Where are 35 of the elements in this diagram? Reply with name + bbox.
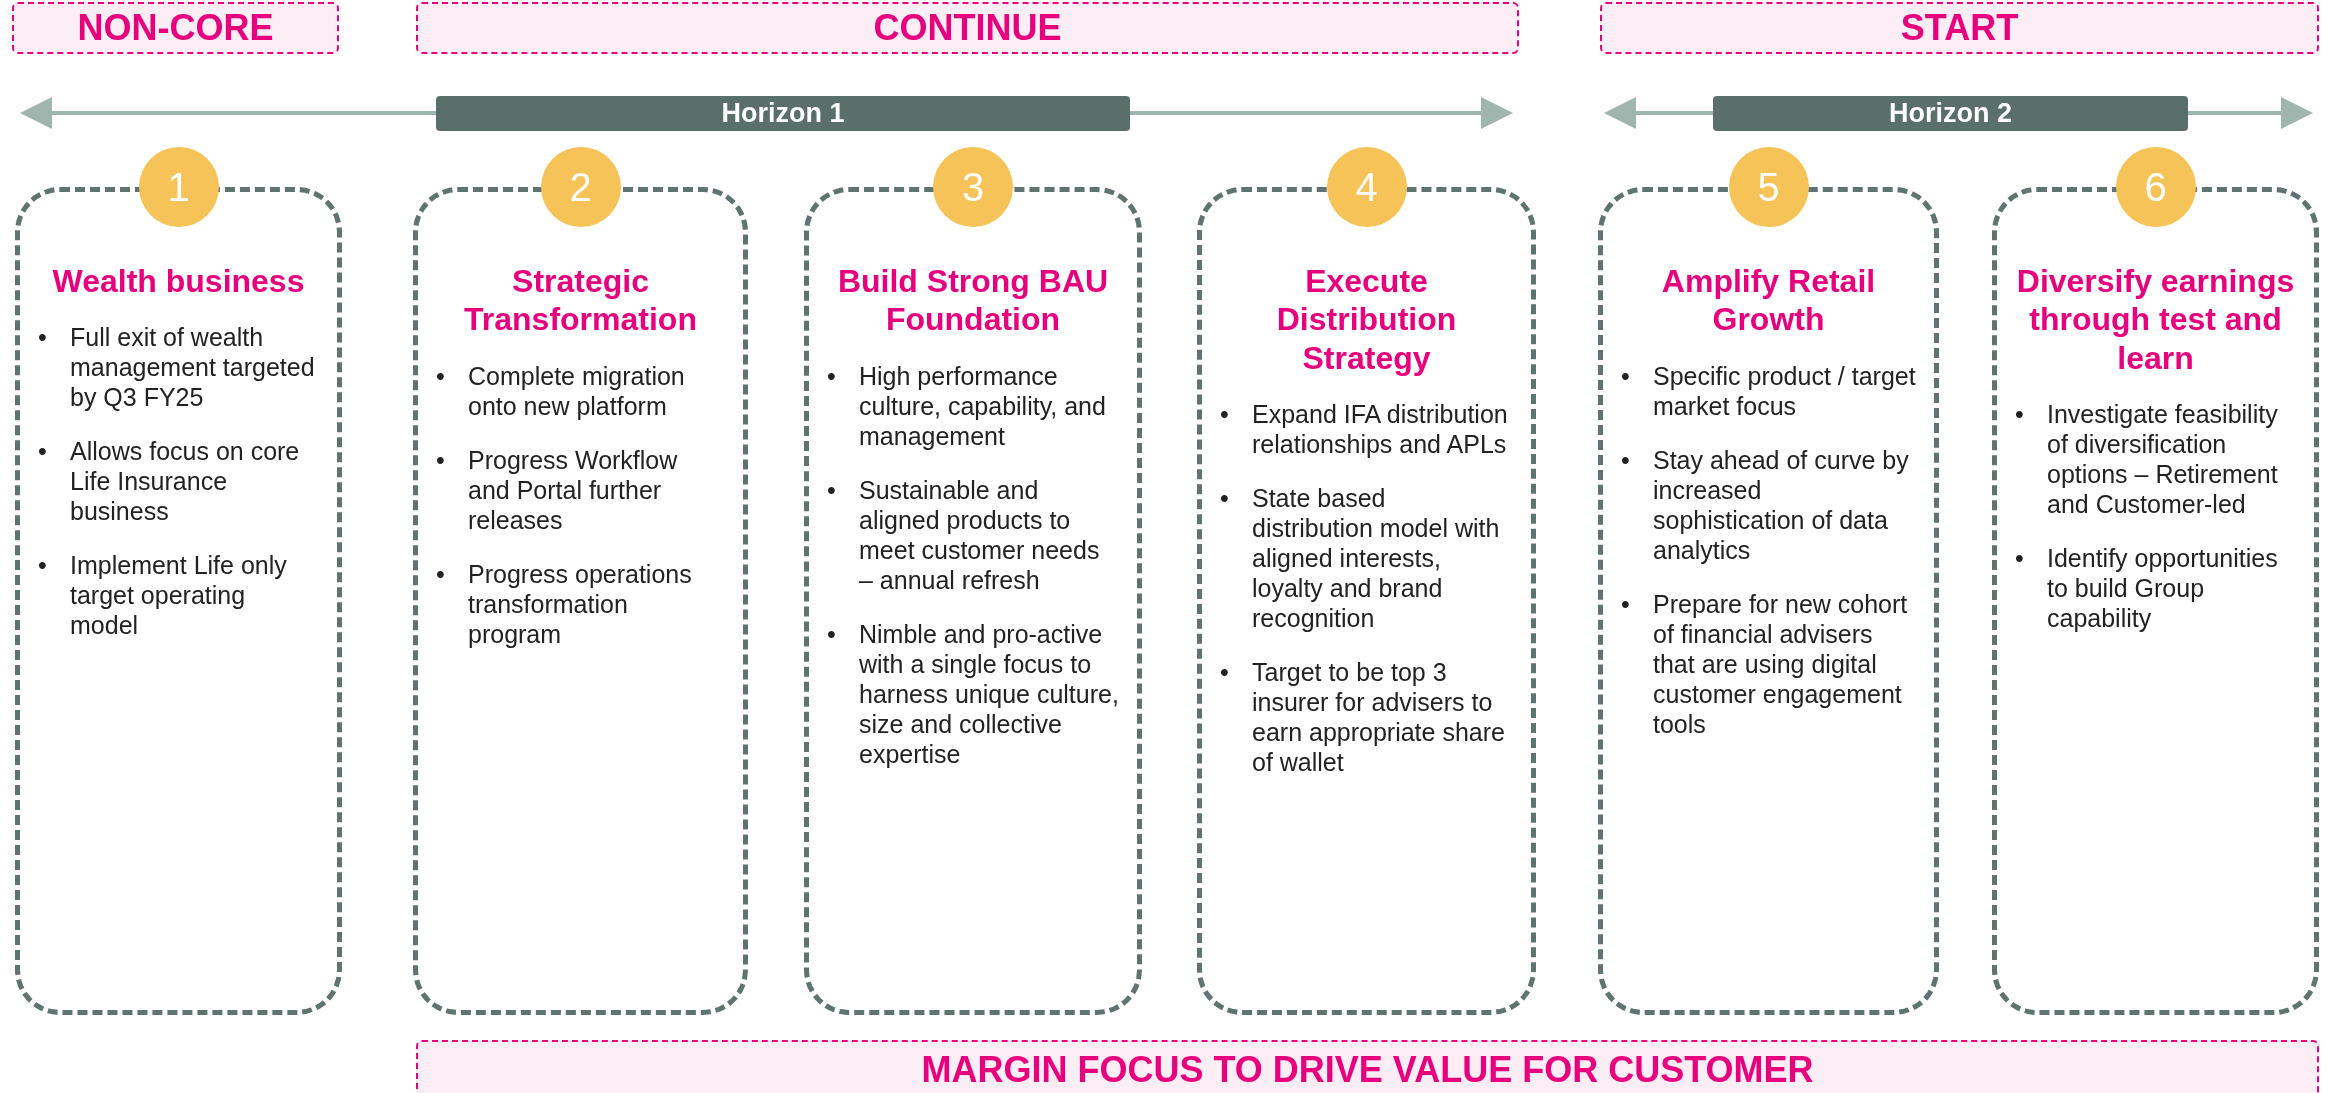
bullet-point: • Complete migration onto new platform bbox=[436, 360, 686, 421]
card-heading: Strategic Transformation bbox=[463, 262, 698, 339]
section-banner: NON-CORE bbox=[12, 2, 339, 54]
bullet-point: • High performance culture, capability, and management bbox=[827, 360, 1107, 451]
bullet-point: • Sustainable and aligned products to meet customer needs – annual refresh bbox=[827, 474, 1101, 595]
bullet-point: • Prepare for new cohort of financial advisers that are using digital customer engagement tools bbox=[1621, 588, 1909, 739]
bullet-point: • State based distribution model with aligned interests, loyalty and brand recognition bbox=[1220, 483, 1501, 634]
number-circle: 5 bbox=[1728, 147, 1809, 227]
bullet-point: • Investigate feasibility of diversification options – Retirement and Customer-led bbox=[2015, 399, 2279, 520]
card-heading: Wealth business bbox=[51, 262, 306, 301]
number-circle: 1 bbox=[138, 147, 219, 227]
number-circle: 3 bbox=[933, 147, 1013, 227]
card-heading: Execute Distribution Strategy bbox=[1275, 262, 1458, 378]
number-circle: 6 bbox=[2115, 147, 2196, 227]
number-circle: 2 bbox=[540, 147, 621, 227]
bullet-point: • Progress Workflow and Portal further releases bbox=[436, 444, 679, 535]
number-circle: 4 bbox=[1326, 147, 1407, 227]
bullet-point: • Full exit of wealth management targeted by Q3 FY25 bbox=[38, 322, 316, 413]
card-heading: Build Strong BAU Foundation bbox=[836, 262, 1110, 339]
bullet-point: • Expand IFA distribution relationships and APLs bbox=[1220, 399, 1509, 460]
card-heading: Diversify earnings through test and learn bbox=[2015, 262, 2296, 378]
bullet-point: • Nimble and pro-active with a single focus to harness unique culture, size and collective expertise bbox=[827, 618, 1119, 769]
bullet-point: • Target to be top 3 insurer for advisers to earn appropriate share of wallet bbox=[1220, 657, 1506, 778]
bullet-point: • Stay ahead of curve by increased sophistication of data analytics bbox=[1621, 444, 1910, 565]
horizon-bar: Horizon 2 bbox=[1713, 96, 2188, 131]
bullet-point: • Progress operations transformation program bbox=[436, 558, 693, 649]
bullet-point: • Allows focus on core Life Insurance business bbox=[38, 436, 301, 527]
bullet-point: • Specific product / target market focus bbox=[1621, 360, 1916, 421]
bullet-point: • Implement Life only target operating model bbox=[38, 550, 288, 641]
section-banner: START bbox=[1600, 2, 2319, 54]
section-banner: MARGIN FOCUS TO DRIVE VALUE FOR CUSTOMER bbox=[416, 1040, 2319, 1093]
card-heading: Amplify Retail Growth bbox=[1660, 262, 1877, 339]
horizon-bar: Horizon 1 bbox=[436, 96, 1130, 131]
bullet-point: • Identify opportunities to build Group capability bbox=[2015, 543, 2279, 634]
section-banner: CONTINUE bbox=[416, 2, 1519, 54]
